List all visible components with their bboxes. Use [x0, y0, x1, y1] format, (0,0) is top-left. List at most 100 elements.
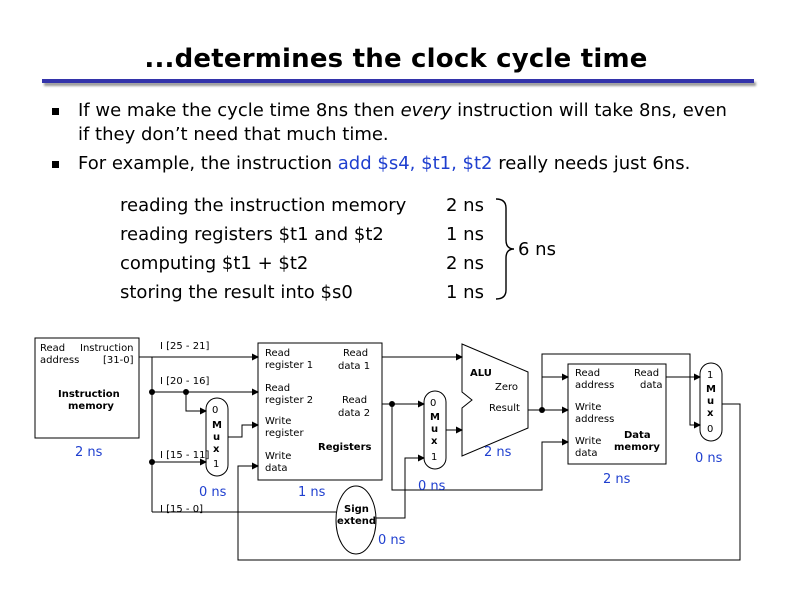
imem-name: memory	[68, 401, 114, 412]
mux1-in1: 1	[213, 459, 220, 470]
junction-dot	[389, 401, 395, 407]
timing-value: 2 ns	[446, 253, 484, 274]
mux2-in0: 0	[430, 398, 437, 409]
field-imm-label: I [15 - 0]	[160, 504, 203, 515]
data-memory-block	[567, 363, 667, 465]
timing-value: 1 ns	[446, 282, 484, 303]
alu-name: ALU	[470, 368, 492, 379]
mux3-in0: 0	[707, 424, 714, 435]
reg-read-reg1: Read	[265, 348, 291, 359]
imem-name: Instruction	[58, 389, 120, 400]
reg-read-data1: Read	[343, 348, 369, 359]
wire-signext-mux2	[376, 454, 425, 519]
bullet-2-code: add $s4, $t1, $t2	[337, 153, 493, 174]
bullet-2-pre: For example, the instruction	[78, 153, 338, 174]
dmem-delay: 2 ns	[603, 472, 631, 487]
timing-task: storing the result into $s0	[120, 282, 353, 303]
mux2-u: u	[431, 424, 439, 435]
sign-extend-label: Sign	[344, 504, 369, 515]
junction-dot	[539, 407, 545, 413]
junction-dot	[149, 389, 155, 395]
junction-dot	[149, 459, 155, 465]
wire-mux1-out	[228, 421, 259, 438]
imem-address-label: address	[40, 355, 80, 366]
total-brace	[495, 198, 515, 300]
field-rd-label: I [15 - 11]	[160, 450, 210, 461]
reg-write-reg: Write	[265, 416, 292, 427]
timing-task: computing $t1 + $t2	[120, 253, 309, 274]
mux3-u: u	[707, 396, 715, 407]
dmem-read-data: Read	[634, 368, 660, 379]
field-rt-label: I [20 - 16]	[160, 376, 210, 387]
dmem-name: Data	[624, 430, 651, 441]
mux-3-shape	[699, 362, 723, 442]
alu-zero: Zero	[495, 382, 519, 393]
alu-shape	[461, 343, 529, 457]
mux1-delay: 0 ns	[199, 485, 227, 500]
mux3-in1: 1	[707, 370, 714, 381]
field-rs-label: I [25 - 21]	[160, 341, 210, 352]
wire-alu-addr	[541, 373, 569, 410]
dmem-name: memory	[614, 442, 660, 453]
imem-delay: 2 ns	[75, 445, 103, 460]
timing-value: 1 ns	[446, 224, 484, 245]
mux2-in1: 1	[431, 452, 438, 463]
reg-read-reg2: register 2	[265, 395, 314, 406]
wire-rd2-dmem	[391, 404, 569, 491]
imem-instruction-label: Instruction	[80, 343, 134, 354]
bullet-2-text: For example, the instruction add $s4, $t…	[78, 152, 690, 176]
reg-write-data: Write	[265, 451, 292, 462]
mux3-delay: 0 ns	[695, 451, 723, 466]
sign-extend-shape	[335, 485, 377, 555]
wire-writeback	[237, 403, 741, 561]
reg-read-reg2: Read	[265, 383, 291, 394]
instruction-memory-block	[34, 337, 140, 439]
mux1-u: u	[213, 432, 221, 443]
register-file-block	[257, 342, 383, 481]
title-underline	[42, 79, 754, 83]
bullet-1-pre: If we make the cycle time 8ns then	[78, 100, 401, 121]
registers-name: Registers	[318, 442, 372, 453]
mux1-m: M	[212, 420, 222, 431]
timing-task: reading the instruction memory	[120, 195, 407, 216]
imem-bits-label: [31-0]	[103, 355, 134, 366]
dmem-read-address: Read	[575, 368, 601, 379]
reg-write-data: data	[265, 463, 288, 474]
reg-write-reg: register	[265, 428, 304, 439]
dmem-write-data: data	[575, 448, 598, 459]
dmem-write-address: address	[575, 414, 615, 425]
bullet-marker	[52, 108, 59, 115]
mux1-in0: 0	[212, 405, 219, 416]
sign-extend-delay: 0 ns	[378, 533, 406, 548]
dmem-write-data: Write	[575, 436, 602, 447]
mux3-m: M	[706, 384, 716, 395]
sign-extend-label: extend	[337, 516, 377, 527]
junction-dot	[183, 389, 189, 395]
imem-read-label: Read	[40, 343, 66, 354]
reg-read-reg1: register 1	[265, 360, 314, 371]
dmem-read-address: address	[575, 380, 615, 391]
slide-title: ...determines the clock cycle time	[144, 44, 648, 74]
mux2-m: M	[430, 412, 440, 423]
timing-task: reading registers $t1 and $t2	[120, 224, 384, 245]
wire-rt-mux	[185, 392, 207, 415]
registers-delay: 1 ns	[298, 485, 326, 500]
alu-result: Result	[489, 403, 520, 414]
alu-delay: 2 ns	[484, 445, 512, 460]
dmem-read-data: data	[640, 380, 663, 391]
bullet-1-emphasis: every	[400, 100, 452, 121]
mux2-x: x	[431, 436, 438, 447]
bullet-marker	[52, 161, 59, 168]
bullet-1-line-1: If we make the cycle time 8ns then every…	[78, 99, 727, 123]
timing-total: 6 ns	[518, 239, 556, 260]
reg-read-data1: data 1	[338, 361, 371, 372]
mux2-delay: 0 ns	[418, 479, 446, 494]
mux1-x: x	[213, 444, 220, 455]
dmem-write-address: Write	[575, 402, 602, 413]
reg-read-data2: Read	[342, 395, 368, 406]
mux3-x: x	[707, 408, 714, 419]
bullet-1-line-2: if they don’t need that much time.	[78, 124, 389, 145]
reg-read-data2: data 2	[338, 408, 371, 419]
timing-value: 2 ns	[446, 195, 484, 216]
